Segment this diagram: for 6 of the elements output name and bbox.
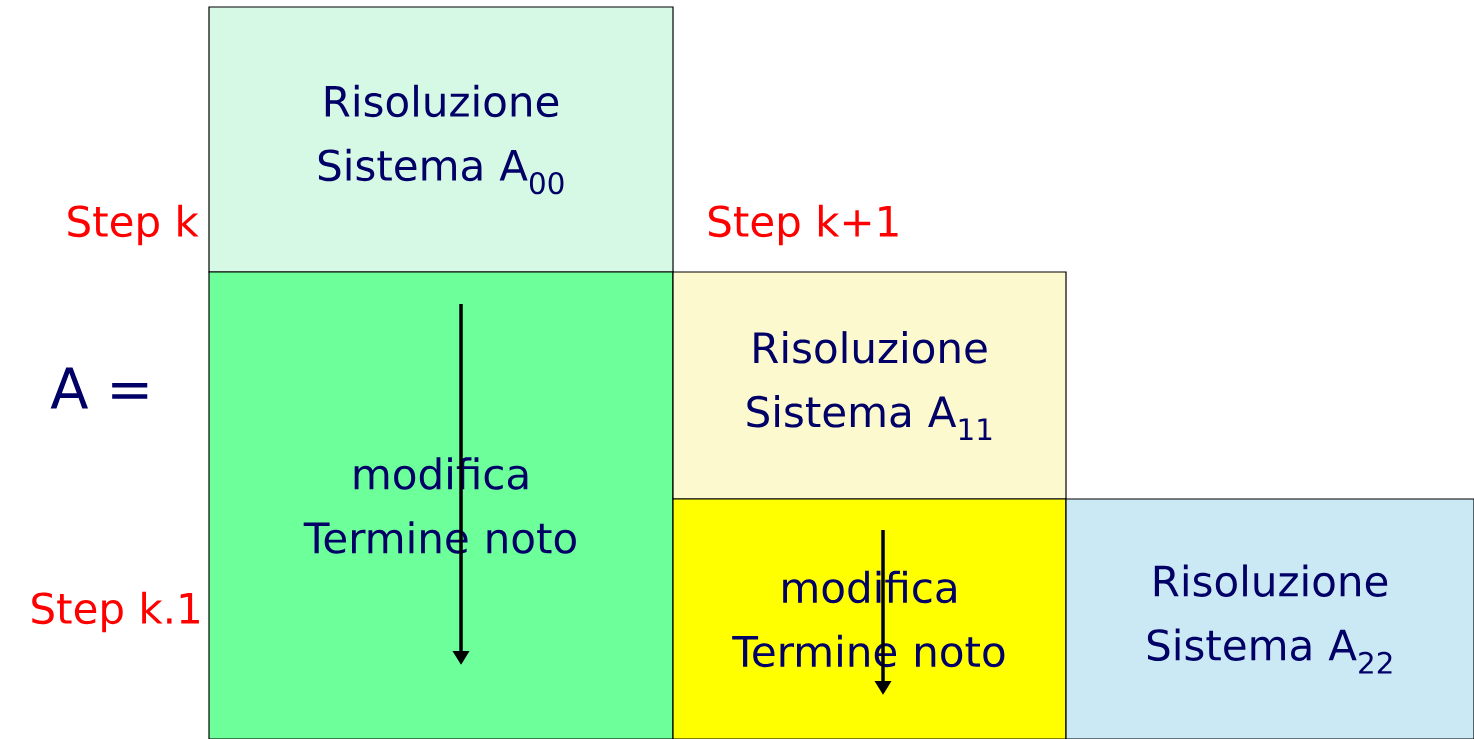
hatched-box: Risoluzione Sistema A$_{22}$ [1065,498,1474,739]
step-label: A = [50,367,148,409]
hatched-box: Risoluzione Sistema A$_{00}$ [208,6,674,273]
hatched-box: Risoluzione Sistema A$_{11}$ [672,271,1067,500]
step-label: Step k+1 [709,204,898,246]
step-label: Step k [68,204,199,246]
